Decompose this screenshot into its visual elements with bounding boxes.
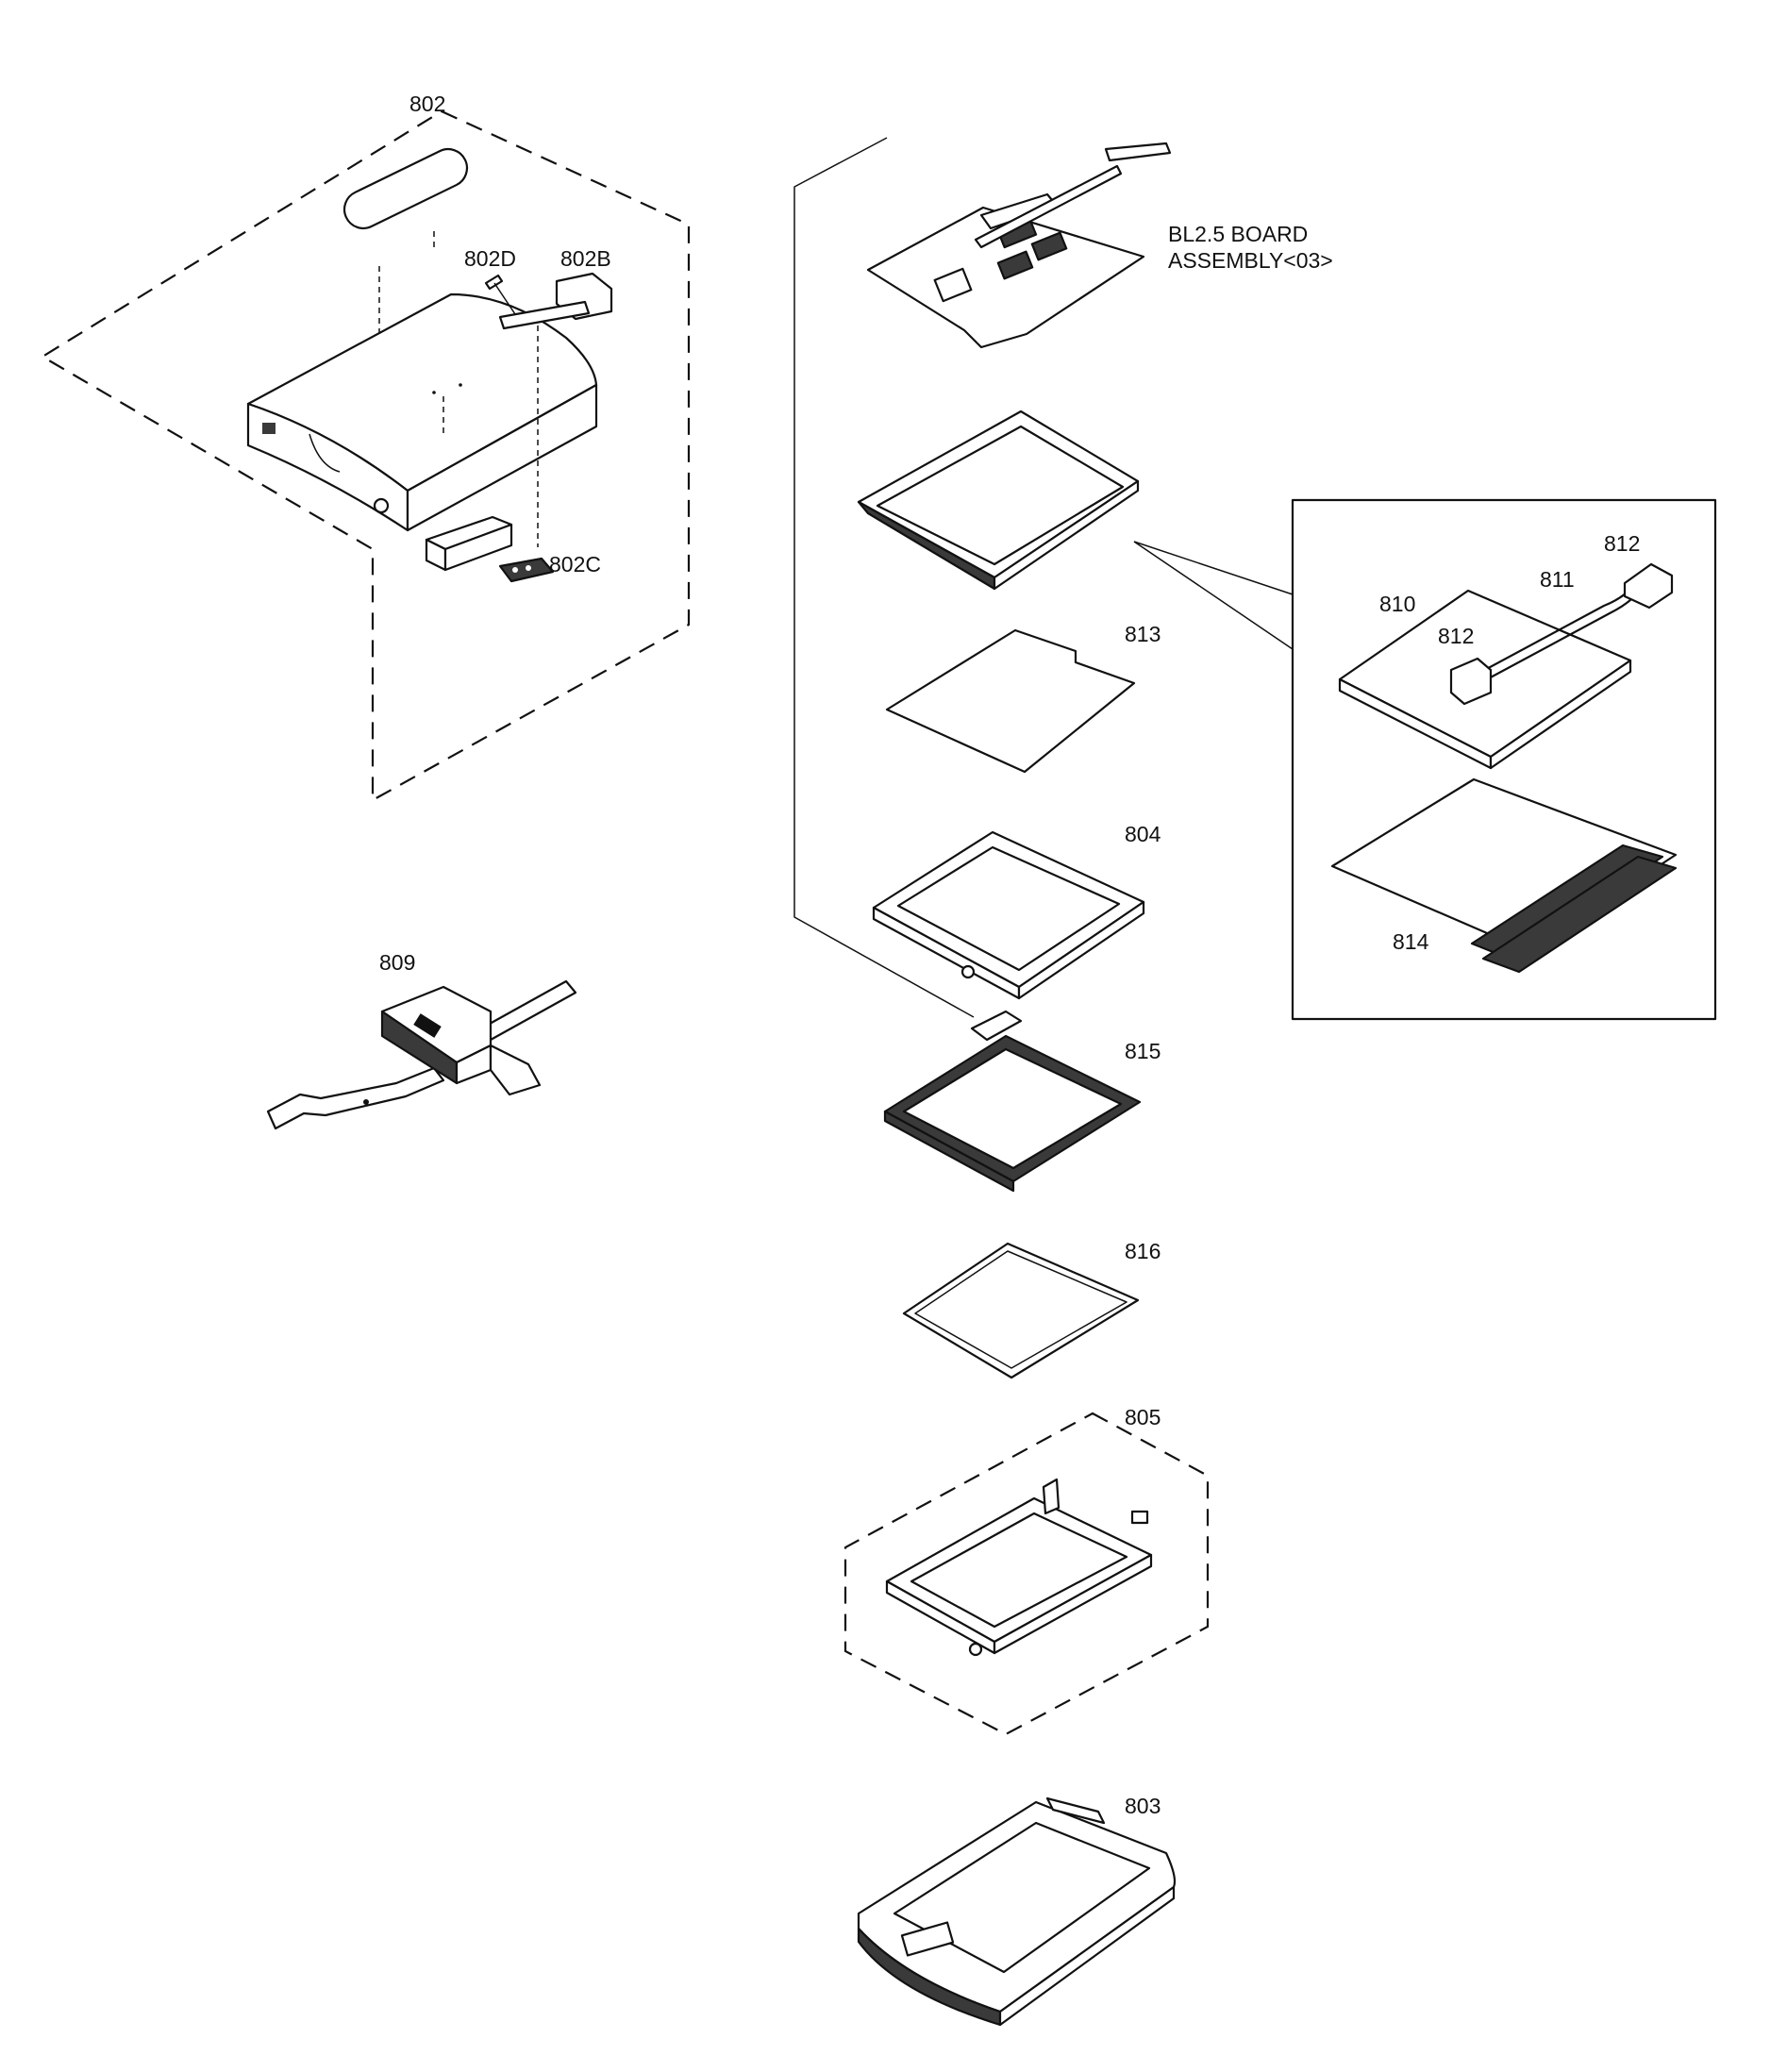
cover-right-face	[406, 383, 598, 532]
part-809-flex-lower	[266, 1066, 445, 1130]
zoom-frame	[1291, 498, 1717, 1021]
part-802d	[484, 274, 504, 291]
part-805-outline	[843, 1412, 1210, 1736]
label-816: 816	[1125, 1239, 1161, 1263]
label-802: 802	[409, 92, 445, 116]
callout-line-upper	[1133, 541, 1294, 595]
label-815: 815	[1125, 1039, 1161, 1063]
part-816-sheet	[902, 1242, 1140, 1379]
part-815: 815	[883, 1010, 1161, 1193]
label-board-line1: BL2.5 BOARD	[1168, 222, 1308, 246]
label-802d: 802D	[464, 246, 516, 271]
bl25-board-assembly: BL2.5 BOARD ASSEMBLY<03>	[866, 142, 1333, 349]
board-group-bracket	[793, 137, 975, 1018]
part-809: 809	[266, 950, 577, 1130]
label-813: 813	[1125, 622, 1161, 646]
label-811: 811	[1540, 567, 1575, 592]
part-816: 816	[902, 1239, 1161, 1379]
part-804: 804	[872, 822, 1161, 1000]
label-805: 805	[1125, 1405, 1161, 1429]
label-809: 809	[379, 950, 415, 975]
label-board-line2: ASSEMBLY<03>	[1168, 248, 1333, 273]
part-813-sheet	[885, 628, 1136, 774]
part-812-upper	[1623, 562, 1674, 610]
label-810: 810	[1379, 592, 1415, 616]
part-812-lower	[1449, 657, 1493, 706]
pill-part	[342, 147, 469, 230]
label-802c: 802C	[549, 552, 601, 576]
part-813: 813	[885, 622, 1161, 774]
part-809-flex-upper	[479, 979, 577, 1042]
callout-line-lower	[1133, 541, 1294, 650]
label-812-lower: 812	[1438, 624, 1474, 648]
zoom-detail-box: 810 811 812 812 814	[1291, 498, 1717, 1021]
label-803: 803	[1125, 1794, 1161, 1818]
label-804: 804	[1125, 822, 1161, 846]
assembly-802: 802 802D 802B 802C	[40, 92, 691, 802]
part-805: 805	[843, 1405, 1210, 1736]
label-802b: 802B	[560, 246, 611, 271]
label-814: 814	[1393, 929, 1429, 954]
backlight-module	[857, 409, 1140, 591]
label-812-upper: 812	[1604, 531, 1640, 556]
part-803: 803	[857, 1794, 1177, 2027]
